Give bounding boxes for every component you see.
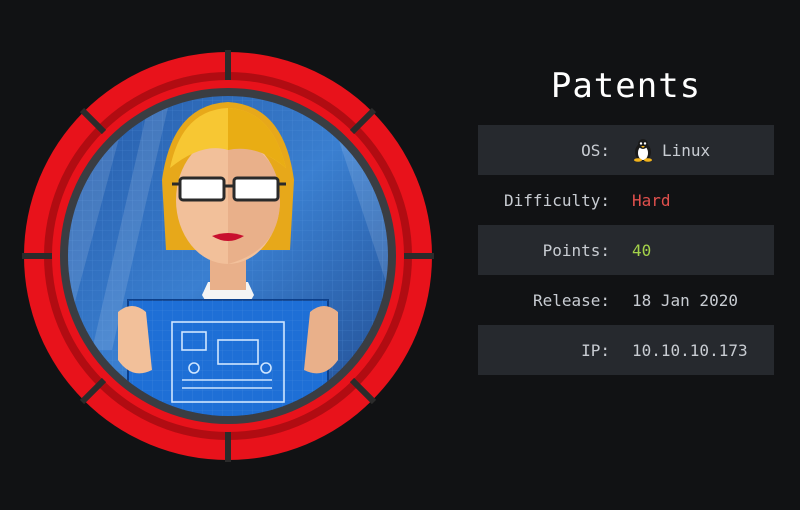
release-label: Release: bbox=[532, 290, 610, 310]
os-label: OS: bbox=[581, 140, 610, 160]
ip-value: 10.10.10.173 bbox=[632, 340, 748, 360]
info-row-difficulty: Difficulty: Hard bbox=[478, 175, 774, 225]
machine-name: Patents bbox=[550, 66, 702, 106]
avatar-illustration bbox=[22, 50, 434, 462]
points-label: Points: bbox=[542, 240, 610, 260]
release-value: 18 Jan 2020 bbox=[632, 290, 738, 310]
machine-avatar bbox=[22, 50, 434, 462]
ip-label: IP: bbox=[581, 340, 610, 360]
difficulty-value: Hard bbox=[632, 190, 671, 210]
difficulty-label: Difficulty: bbox=[504, 190, 610, 210]
tux-icon bbox=[634, 139, 652, 162]
machine-info-table: OS: Linux Difficulty: Hard Points: bbox=[478, 125, 774, 375]
points-value: 40 bbox=[632, 240, 652, 260]
info-row-release: Release: 18 Jan 2020 bbox=[478, 275, 774, 325]
info-row-ip: IP: 10.10.10.173 bbox=[478, 325, 774, 375]
info-row-os: OS: Linux bbox=[478, 125, 774, 175]
os-value: Linux bbox=[662, 140, 711, 160]
info-row-points: Points: 40 bbox=[478, 225, 774, 275]
os-value-wrap: Linux bbox=[632, 138, 710, 162]
